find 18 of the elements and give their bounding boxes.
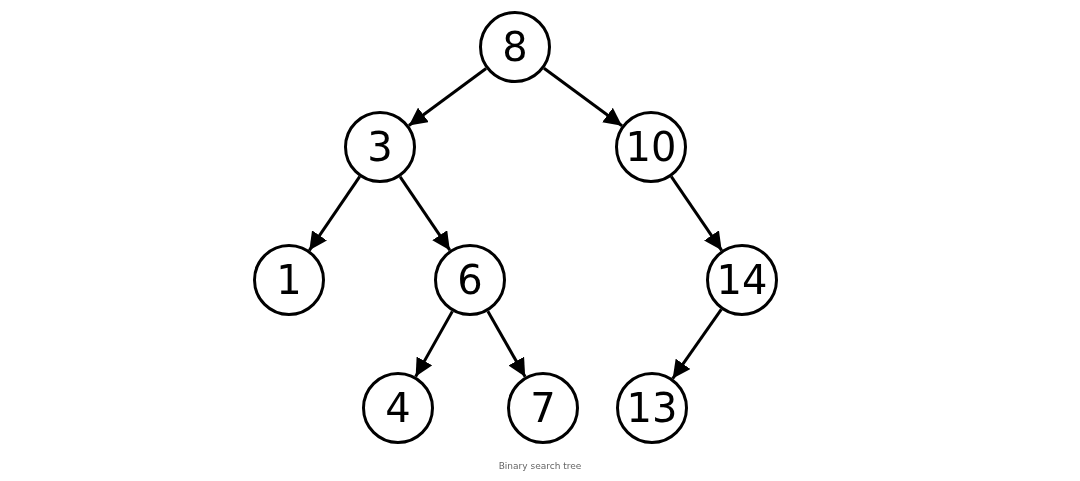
- node-value: 14: [716, 260, 768, 300]
- caption: Binary search tree: [497, 461, 583, 471]
- arrow: [486, 310, 527, 378]
- node-value: 10: [625, 127, 677, 167]
- arrow: [671, 308, 723, 380]
- node-value: 6: [457, 260, 483, 300]
- arrow: [543, 67, 623, 127]
- arrow: [408, 67, 487, 127]
- arrow: [414, 310, 454, 378]
- node-value: 3: [367, 127, 393, 167]
- node-value: 1: [276, 260, 302, 300]
- arrow: [308, 175, 361, 252]
- arrow: [398, 175, 452, 252]
- node-value: 7: [530, 388, 556, 428]
- node-value: 13: [626, 388, 678, 428]
- node-value: 4: [385, 388, 411, 428]
- node-value: 8: [502, 27, 528, 67]
- arrow: [670, 175, 723, 252]
